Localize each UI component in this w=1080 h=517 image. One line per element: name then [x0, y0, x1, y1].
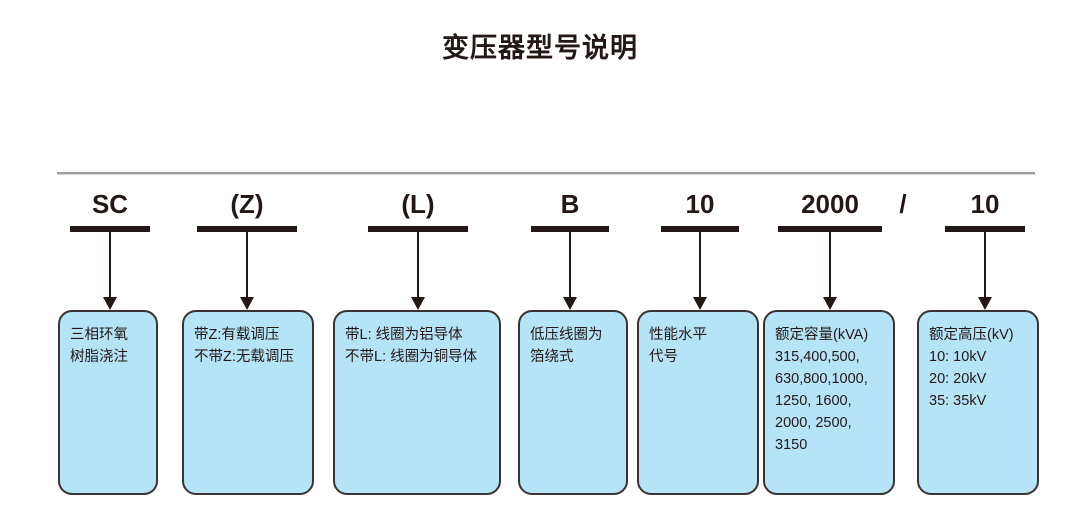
arrow-head-6 — [823, 297, 837, 310]
code-underline-4 — [531, 226, 609, 232]
desc-line: 代号 — [649, 349, 678, 365]
desc-box-6: 额定容量(kVA) 315,400,500, 630,800,1000, 125… — [763, 310, 895, 495]
desc-box-3: 带L: 线圈为铝导体 不带L: 线圈为铜导体 — [333, 310, 501, 495]
separator-label: / — [899, 189, 907, 219]
arrow-6 — [765, 232, 895, 310]
code-cell-5: 10 — [645, 188, 755, 232]
top-horizontal-rule — [57, 172, 1035, 175]
code-label-6: 2000 — [801, 189, 859, 219]
code-underline-6 — [778, 226, 882, 232]
page-title: 变压器型号说明 — [442, 33, 638, 63]
arrow-head-4 — [563, 297, 577, 310]
desc-box-7: 额定高压(kV) 10: 10kV 20: 20kV 35: 35kV — [917, 310, 1039, 495]
desc-box-2: 带Z:有载调压 不带Z:无载调压 — [182, 310, 314, 495]
desc-line: 3150 — [775, 437, 808, 453]
arrow-shaft-5 — [699, 232, 701, 297]
arrow-2 — [182, 232, 312, 310]
arrow-4 — [520, 232, 620, 310]
code-cell-7: 10 — [930, 188, 1040, 232]
code-label-1: SC — [91, 189, 129, 219]
code-cell-4: B — [520, 188, 620, 232]
arrow-head-1 — [103, 297, 117, 310]
arrow-head-7 — [978, 297, 992, 310]
code-label-7: 10 — [970, 189, 1000, 219]
arrow-shaft-6 — [829, 232, 831, 297]
desc-line: 带Z:有载调压 — [194, 327, 280, 343]
code-label-2: (Z) — [230, 189, 264, 219]
arrow-shaft-1 — [109, 232, 111, 297]
arrow-head-3 — [411, 297, 425, 310]
arrow-shaft-3 — [417, 232, 419, 297]
code-cell-3: (L) — [338, 188, 498, 232]
desc-line: 10: 10kV — [929, 349, 987, 365]
arrow-shaft-7 — [984, 232, 986, 297]
arrow-shaft-2 — [246, 232, 248, 297]
arrow-head-5 — [693, 297, 707, 310]
arrow-5 — [645, 232, 755, 310]
arrow-1 — [62, 232, 158, 310]
code-underline-2 — [197, 226, 297, 232]
code-cell-2: (Z) — [182, 188, 312, 232]
code-cell-6: 2000 — [765, 188, 895, 232]
code-label-4: B — [560, 189, 580, 219]
desc-line: 性能水平 — [649, 327, 707, 343]
desc-line: 额定容量(kVA) — [775, 327, 869, 343]
desc-line: 三相环氧 — [70, 327, 128, 343]
code-underline-5 — [661, 226, 739, 232]
code-cell-1: SC — [62, 188, 158, 232]
arrow-3 — [338, 232, 498, 310]
desc-line: 315,400,500, — [775, 349, 860, 365]
separator-slash: / — [888, 188, 918, 220]
code-underline-1 — [70, 226, 150, 232]
desc-line: 带L: 线圈为铝导体 — [345, 327, 463, 343]
desc-line: 不带Z:无载调压 — [194, 349, 294, 365]
desc-box-1: 三相环氧 树脂浇注 — [58, 310, 158, 495]
desc-box-5: 性能水平 代号 — [637, 310, 759, 495]
desc-line: 2000, 2500, — [775, 415, 852, 431]
arrow-7 — [930, 232, 1040, 310]
desc-line: 箔绕式 — [530, 349, 574, 365]
desc-line: 20: 20kV — [929, 371, 987, 387]
arrow-head-2 — [240, 297, 254, 310]
desc-line: 树脂浇注 — [70, 349, 128, 365]
code-underline-7 — [945, 226, 1025, 232]
desc-line: 35: 35kV — [929, 393, 987, 409]
desc-line: 1250, 1600, — [775, 393, 852, 409]
desc-line: 630,800,1000, — [775, 371, 868, 387]
desc-line: 低压线圈为 — [530, 327, 603, 343]
code-underline-3 — [368, 226, 468, 232]
arrow-shaft-4 — [569, 232, 571, 297]
desc-line: 不带L: 线圈为铜导体 — [345, 349, 478, 365]
code-label-3: (L) — [401, 189, 435, 219]
desc-line: 额定高压(kV) — [929, 327, 1014, 343]
desc-box-4: 低压线圈为 箔绕式 — [518, 310, 628, 495]
code-label-5: 10 — [685, 189, 715, 219]
